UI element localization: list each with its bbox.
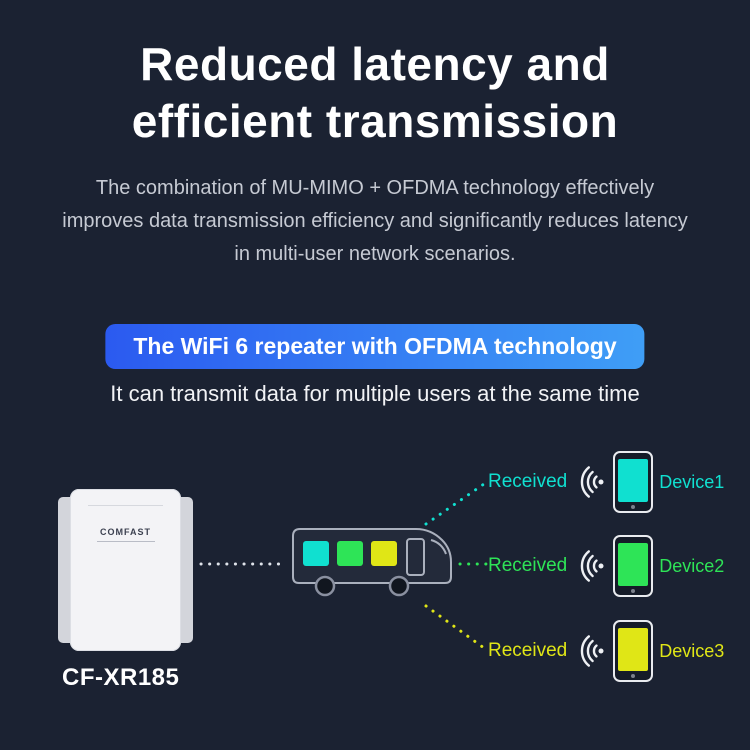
wifi-signal-icon-3 <box>580 635 604 667</box>
link-bus-device3 <box>424 604 486 650</box>
title-line1: Reduced latency and <box>140 38 610 90</box>
phone-device3 <box>613 620 654 682</box>
receive-row-device1: Received Device1 <box>488 451 738 513</box>
repeater-model-label: CF-XR185 <box>62 664 180 691</box>
phone-screen-2 <box>618 543 649 586</box>
received-label-2: Received <box>488 555 568 576</box>
wifi-signal-icon-1 <box>580 466 604 498</box>
bus-window-2 <box>337 541 363 566</box>
receive-row-device2: Received Device2 <box>488 535 738 597</box>
repeater-body: COMFAST <box>70 489 181 651</box>
phone-screen-3 <box>618 628 649 671</box>
wifi-repeater-device: COMFAST <box>58 489 193 651</box>
device3-label: Device3 <box>659 640 725 661</box>
device2-label: Device2 <box>659 555 725 576</box>
link-bus-device1 <box>424 482 486 526</box>
phone-screen-1 <box>618 459 649 502</box>
bus-illustration <box>292 528 452 597</box>
bus-wheel-front <box>388 575 410 597</box>
bus-window-3 <box>371 541 397 566</box>
repeater-seam <box>88 505 163 506</box>
repeater-brand-label: COMFAST <box>82 527 169 546</box>
phone-device2 <box>613 535 654 597</box>
title-line2: efficient transmission <box>131 95 619 148</box>
bus-wheel-rear <box>314 575 336 597</box>
description-text: The combination of MU-MIMO + OFDMA techn… <box>62 177 688 266</box>
subtitle-text: It can transmit data for multiple users … <box>110 381 640 406</box>
phone-device1 <box>613 451 654 513</box>
received-label-3: Received <box>488 640 568 661</box>
bus-door <box>406 538 425 576</box>
wifi-signal-icon-2 <box>580 550 604 582</box>
phone-home-button-1 <box>631 505 636 509</box>
phone-home-button-2 <box>631 589 636 593</box>
connection-lines <box>199 482 488 650</box>
phone-home-button-3 <box>631 674 636 678</box>
received-label-1: Received <box>488 471 568 492</box>
bus-windshield <box>430 539 447 555</box>
device1-label: Device1 <box>659 471 725 492</box>
bus-window-1 <box>303 541 329 566</box>
receive-row-device3: Received Device3 <box>488 620 738 682</box>
feature-badge: The WiFi 6 repeater with OFDMA technolog… <box>105 324 645 369</box>
page-title: Reduced latency and efficient transmissi… <box>0 36 750 150</box>
